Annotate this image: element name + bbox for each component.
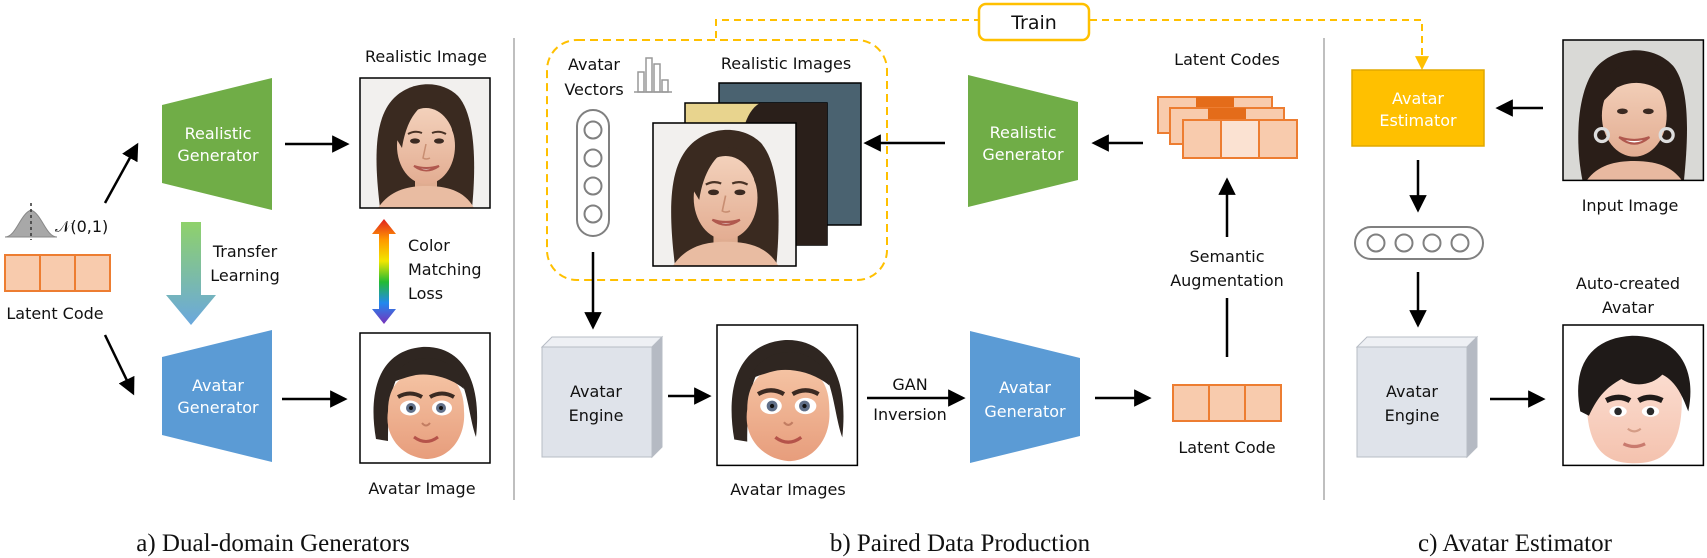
latent-codes-stack xyxy=(1157,96,1298,159)
avatar-engine-c-line2: Engine xyxy=(1385,406,1440,425)
avatar-estimator-line1: Avatar xyxy=(1392,89,1444,108)
realistic-generator-a-line1: Realistic xyxy=(185,124,252,143)
avatar-engine-b-line1: Avatar xyxy=(570,382,622,401)
avatar-engine-c-line1: Avatar xyxy=(1386,382,1438,401)
avatar-generator-a xyxy=(162,330,272,462)
transfer-learning-line1: Transfer xyxy=(212,242,278,261)
realistic-image-label: Realistic Image xyxy=(365,47,487,66)
gan-inversion-line1: GAN xyxy=(892,375,927,394)
avatar-images-label: Avatar Images xyxy=(730,480,845,499)
realistic-generator-a-line2: Generator xyxy=(177,146,259,165)
avatar-image-label: Avatar Image xyxy=(368,479,475,498)
semantic-augmentation-line1: Semantic xyxy=(1189,247,1264,266)
train-box xyxy=(977,2,1091,42)
arrow-to-realistic-generator xyxy=(103,142,139,204)
3d-avatar-face-b xyxy=(717,325,857,465)
transfer-learning-line2: Learning xyxy=(210,266,279,285)
avatar-estimator-box xyxy=(1351,69,1485,147)
auto-created-line1: Auto-created xyxy=(1576,274,1680,293)
avatar-vectors-line1: Avatar xyxy=(568,55,620,74)
gan-inversion-line2: Inversion xyxy=(873,405,946,424)
color-matching-line2: Matching xyxy=(408,260,482,279)
arrow-to-avatar-generator xyxy=(103,334,135,396)
avatar-generator-b xyxy=(970,331,1080,463)
latent-code-vector xyxy=(4,254,111,292)
avatar-engine-b-line2: Engine xyxy=(569,406,624,425)
auto-created-line2: Avatar xyxy=(1602,298,1654,317)
transfer-learning-arrow xyxy=(166,222,216,325)
3d-avatar-face-a xyxy=(358,331,492,465)
avatar-generator-a-line1: Avatar xyxy=(192,376,244,395)
avatar-vector-capsule xyxy=(576,109,610,237)
avatar-generator-b-line1: Avatar xyxy=(999,378,1051,397)
panel-a: 𝒩(0,1) Latent Code Realistic Generator A… xyxy=(4,47,492,557)
avatar-vector-capsule-c xyxy=(1354,226,1484,260)
avatar-engine-c xyxy=(1355,335,1479,459)
input-image-label: Input Image xyxy=(1582,196,1679,215)
avatar-generator-a-line2: Generator xyxy=(177,398,259,417)
auto-created-avatar-face xyxy=(1562,324,1705,467)
color-matching-line1: Color xyxy=(408,236,450,255)
color-matching-arrow xyxy=(372,219,396,324)
train-dashed-line-left xyxy=(715,19,978,38)
latent-code-label: Latent Code xyxy=(6,304,103,323)
latent-code-b-label: Latent Code xyxy=(1178,438,1275,457)
realistic-generator-b-line1: Realistic xyxy=(990,123,1057,142)
normal-distribution-label: 𝒩(0,1) xyxy=(55,217,108,236)
bar-histogram-icon xyxy=(634,57,672,93)
avatar-vectors-line2: Vectors xyxy=(564,80,623,99)
realistic-images-label: Realistic Images xyxy=(721,54,851,73)
realistic-face-photo-a xyxy=(359,77,491,209)
panel-c: Avatar Estimator Input Image xyxy=(1351,39,1705,557)
caption-c: c) Avatar Estimator xyxy=(1418,530,1613,557)
train-label: Train xyxy=(1010,12,1057,34)
input-face-photo xyxy=(1562,39,1705,182)
avatar-engine-b xyxy=(540,335,664,459)
semantic-augmentation-line2: Augmentation xyxy=(1170,271,1284,290)
avatar-generator-b-line2: Generator xyxy=(984,402,1066,421)
realistic-images-stack xyxy=(651,82,862,268)
realistic-generator-b xyxy=(968,75,1078,207)
paired-data-dashed-box xyxy=(546,39,888,281)
realistic-generator-b-line2: Generator xyxy=(982,145,1064,164)
avatar-estimator-line2: Estimator xyxy=(1379,111,1457,130)
realistic-generator-a xyxy=(162,78,272,210)
caption-a: a) Dual-domain Generators xyxy=(136,530,410,557)
gaussian-curve-icon xyxy=(4,203,58,240)
latent-code-vector-b xyxy=(1172,384,1282,422)
panel-b: Train Avatar Vectors Realistic Images xyxy=(540,2,1429,557)
color-matching-line3: Loss xyxy=(408,284,443,303)
train-dashed-line-right xyxy=(1090,19,1429,71)
caption-b: b) Paired Data Production xyxy=(830,530,1091,557)
latent-codes-label: Latent Codes xyxy=(1174,50,1280,69)
